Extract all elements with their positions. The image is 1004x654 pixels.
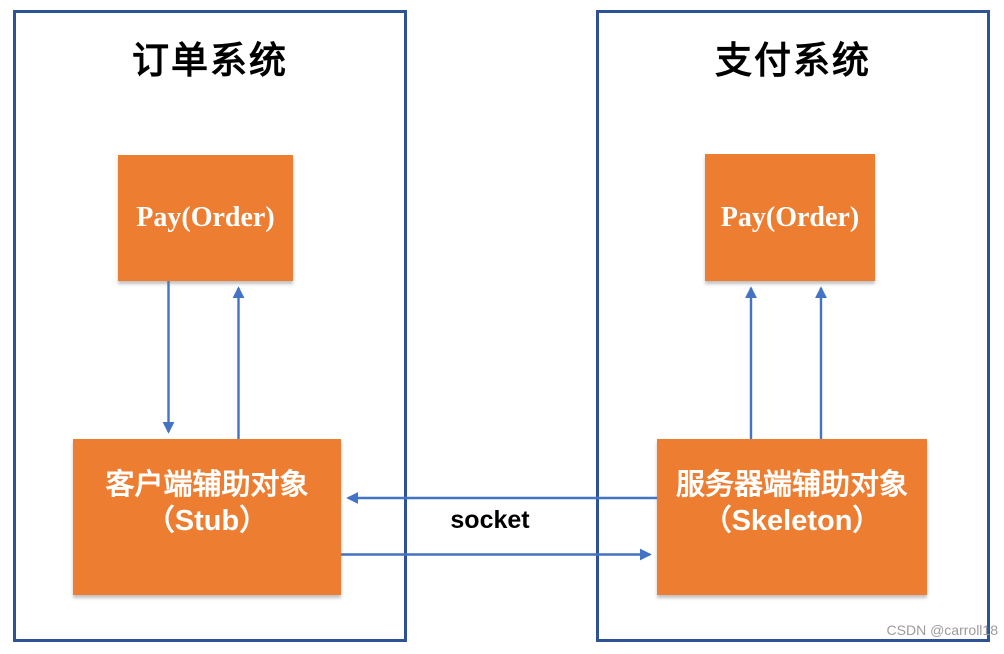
payment-pay-method-box: Pay(Order) [705, 154, 875, 281]
order-system-panel [13, 10, 407, 642]
client-stub-label-line2: （Stub） [145, 505, 269, 537]
watermark-text: CSDN @carroll18 [886, 622, 998, 638]
client-stub-label-line1: 客户端辅助对象 [105, 468, 309, 501]
server-skeleton-box: 服务器端辅助对象 （Skeleton） [657, 439, 927, 595]
order-system-title: 订单系统 [132, 40, 288, 81]
payment-pay-method-label: Pay(Order) [720, 201, 860, 233]
server-skeleton-label-line1: 服务器端辅助对象 [675, 468, 908, 501]
client-stub-box: 客户端辅助对象 （Stub） [73, 439, 341, 595]
payment-system-title: 支付系统 [715, 40, 871, 81]
payment-system-panel [596, 10, 990, 642]
order-pay-method-label: Pay(Order) [136, 202, 275, 233]
order-pay-method-box: Pay(Order) [118, 155, 293, 281]
socket-connection-label: socket [450, 506, 530, 534]
server-skeleton-label-line2: （Skeleton） [702, 505, 882, 537]
